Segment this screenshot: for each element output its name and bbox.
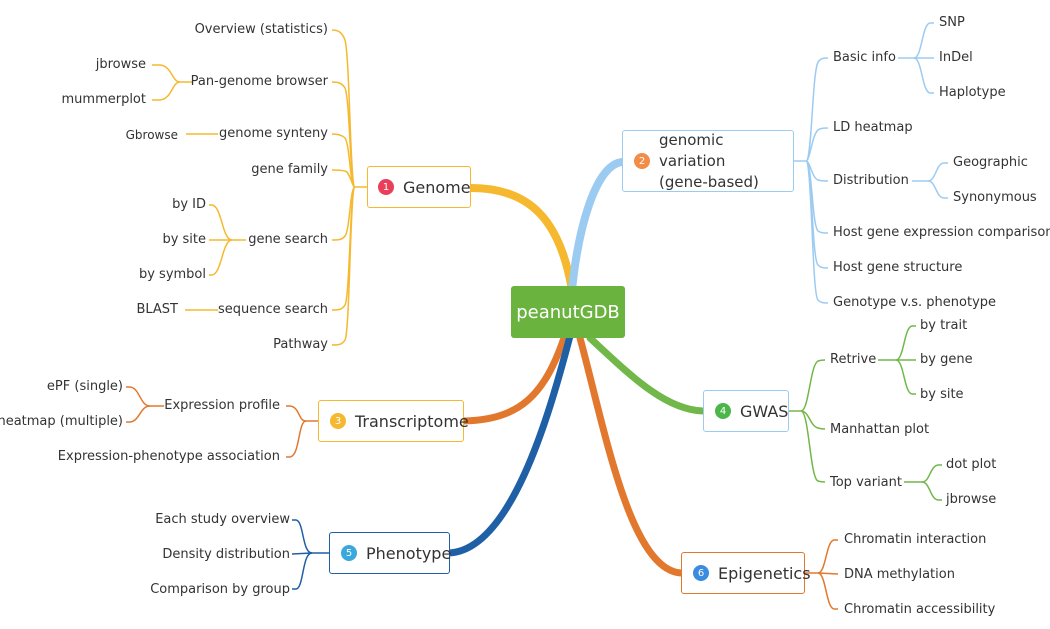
profile-child-heatmap[interactable]: heatmap (multiple) xyxy=(0,414,123,429)
variation-title-line2: (gene-based) xyxy=(659,172,759,191)
genome-synteny[interactable]: genome synteny xyxy=(219,126,328,141)
epigenetics-chromatin-accessibility[interactable]: Chromatin accessibility xyxy=(844,602,996,617)
variation-number-badge: 2 xyxy=(634,153,650,169)
synteny-child-gbrowse[interactable]: Gbrowse xyxy=(125,128,178,142)
transcriptome-expression-profile[interactable]: Expression profile xyxy=(164,398,280,413)
phenotype-study-overview[interactable]: Each study overview xyxy=(155,512,290,527)
dist-child-synonymous[interactable]: Synonymous xyxy=(953,190,1037,205)
gwas-manhattan-plot[interactable]: Manhattan plot xyxy=(830,422,930,437)
retrive-child-by-gene[interactable]: by gene xyxy=(920,352,973,367)
branch-genome xyxy=(467,184,576,294)
gwas-title: GWAS xyxy=(740,401,789,421)
variation-ld-heatmap[interactable]: LD heatmap xyxy=(833,120,913,135)
phenotype-number-badge: 5 xyxy=(341,545,357,561)
gwas-retrive[interactable]: Retrive xyxy=(830,352,877,367)
pan-child-jbrowse[interactable]: jbrowse xyxy=(95,57,146,72)
branch-transcriptome xyxy=(459,331,569,425)
branch-gwas xyxy=(586,334,707,415)
gwas-node[interactable]: 4 GWAS xyxy=(703,390,789,432)
root-label: peanutGDB xyxy=(516,301,620,323)
variation-host-gene-structure[interactable]: Host gene structure xyxy=(833,260,963,275)
profile-child-epf[interactable]: ePF (single) xyxy=(46,379,123,394)
top-child-jbrowse[interactable]: jbrowse xyxy=(946,492,997,507)
genome-node[interactable]: 1 Genome xyxy=(367,166,471,208)
basic-child-haplotype[interactable]: Haplotype xyxy=(939,85,1006,100)
dist-child-geographic[interactable]: Geographic xyxy=(953,155,1028,170)
search-child-by-id[interactable]: by ID xyxy=(172,197,206,212)
genome-pan-genome-browser[interactable]: Pan-genome browser xyxy=(190,74,328,89)
epigenetics-dna-methylation[interactable]: DNA methylation xyxy=(844,567,955,582)
branch-variation xyxy=(568,158,626,294)
basic-child-indel[interactable]: InDel xyxy=(939,50,973,65)
transcriptome-title: Transcriptome xyxy=(355,411,469,431)
genome-pathway[interactable]: Pathway xyxy=(273,337,328,352)
retrive-child-by-site[interactable]: by site xyxy=(920,387,964,402)
genome-gene-search[interactable]: gene search xyxy=(248,232,328,247)
transcriptome-node[interactable]: 3 Transcriptome xyxy=(318,400,469,442)
root-node[interactable]: peanutGDB xyxy=(511,286,625,338)
genome-gene-family[interactable]: gene family xyxy=(251,162,328,177)
epigenetics-title: Epigenetics xyxy=(718,563,811,583)
transcriptome-association[interactable]: Expression-phenotype association xyxy=(57,449,280,464)
phenotype-comparison-by-group[interactable]: Comparison by group xyxy=(150,582,290,597)
phenotype-node[interactable]: 5 Phenotype xyxy=(329,532,452,574)
retrive-child-by-trait[interactable]: by trait xyxy=(920,318,968,333)
phenotype-title: Phenotype xyxy=(366,543,452,563)
variation-genotype-phenotype[interactable]: Genotype v.s. phenotype xyxy=(833,295,997,310)
pan-child-mummerplot[interactable]: mummerplot xyxy=(61,92,147,107)
basic-child-snp[interactable]: SNP xyxy=(939,15,965,30)
genome-overview[interactable]: Overview (statistics) xyxy=(194,22,328,37)
search-child-by-symbol[interactable]: by symbol xyxy=(138,267,206,282)
branch-phenotype xyxy=(445,332,574,557)
seq-child-blast[interactable]: BLAST xyxy=(136,302,178,317)
branch-epigenetics xyxy=(576,334,685,577)
genome-sequence-search[interactable]: sequence search xyxy=(218,302,328,317)
variation-basic-info[interactable]: Basic info xyxy=(833,50,896,65)
variation-distribution[interactable]: Distribution xyxy=(833,173,909,188)
genome-number-badge: 1 xyxy=(378,179,394,195)
variation-node[interactable]: 2 genomic variation (gene-based) xyxy=(622,130,794,192)
transcriptome-number-badge: 3 xyxy=(330,413,346,429)
variation-title-line1: genomic variation xyxy=(659,130,726,170)
gwas-number-badge: 4 xyxy=(715,403,731,419)
phenotype-density-distribution[interactable]: Density distribution xyxy=(162,547,290,562)
search-child-by-site[interactable]: by site xyxy=(162,232,206,247)
top-child-dot-plot[interactable]: dot plot xyxy=(946,457,997,472)
gwas-top-variant[interactable]: Top variant xyxy=(830,475,902,490)
epigenetics-node[interactable]: 6 Epigenetics xyxy=(681,552,811,594)
genome-title: Genome xyxy=(403,177,471,197)
epigenetics-number-badge: 6 xyxy=(693,565,709,581)
variation-host-gene-expression[interactable]: Host gene expression comparison xyxy=(833,225,1050,240)
epigenetics-chromatin-interaction[interactable]: Chromatin interaction xyxy=(844,532,987,547)
